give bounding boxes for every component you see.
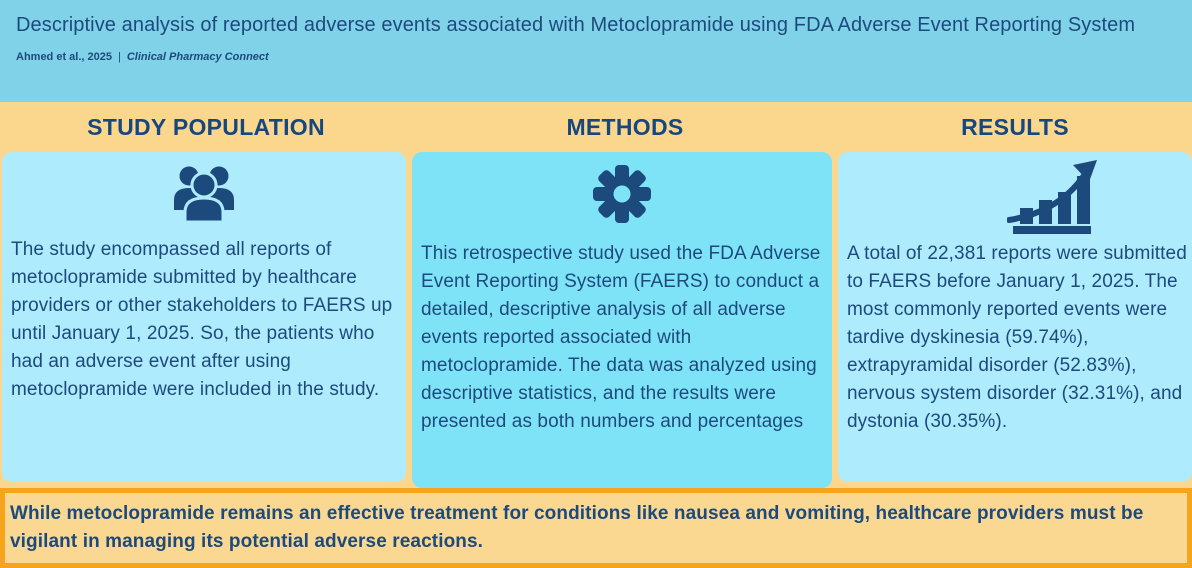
heading-results: RESULTS <box>961 113 1069 140</box>
header: Descriptive analysis of reported adverse… <box>0 0 1192 102</box>
methods-card: This retrospective study used the FDA Ad… <box>412 152 832 488</box>
study-population-card: The study encompassed all reports of met… <box>2 152 406 482</box>
study-population-text: The study encompassed all reports of met… <box>11 239 393 400</box>
heading-methods: METHODS <box>566 113 684 140</box>
page-title: Descriptive analysis of reported adverse… <box>16 14 1136 36</box>
citation-line: Ahmed et al., 2025 | Clinical Pharmacy Con… <box>16 51 1182 63</box>
citation-separator: | <box>118 51 121 63</box>
section-headings-band: STUDY POPULATION METHODS RESULTS <box>0 102 1192 152</box>
citation-authors: Ahmed et al., 2025 <box>16 51 112 63</box>
gear-icon <box>412 152 832 226</box>
methods-text: This retrospective study used the FDA Ad… <box>421 243 821 432</box>
bar-chart-rising-icon <box>880 152 1192 238</box>
conclusion-text: While metoclopramide remains an effectiv… <box>10 503 1144 552</box>
heading-study-population: STUDY POPULATION <box>87 113 325 140</box>
journal-name: Clinical Pharmacy Connect <box>126 51 269 63</box>
conclusion-box: While metoclopramide remains an effectiv… <box>0 488 1192 568</box>
results-text: A total of 22,381 reports were submitted… <box>847 243 1187 432</box>
people-group-icon <box>2 152 406 222</box>
results-card: A total of 22,381 reports were submitted… <box>838 152 1192 482</box>
cards-row: The study encompassed all reports of met… <box>0 152 1192 488</box>
